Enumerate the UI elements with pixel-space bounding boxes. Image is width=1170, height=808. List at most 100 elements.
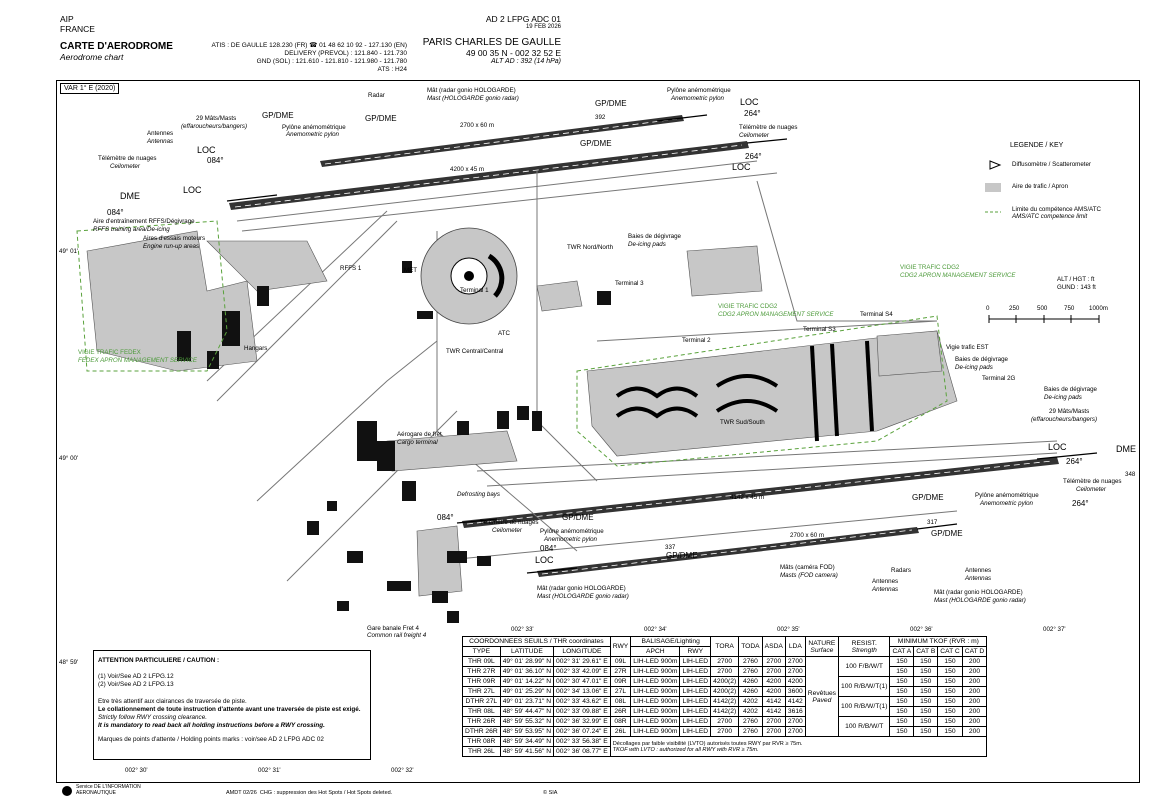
caution-line-2: (2) Voir/See AD 2 LFPG.13 [98,681,174,689]
thr-type: THR 09R [462,676,501,687]
min-tkof-value: 200 [961,656,988,667]
rail-freight-label: Gare banale Fret 4 [367,625,419,632]
mats-fod-label-en: Masts (FOD camera) [780,572,838,579]
runway-lighting: LIH-LED [679,666,712,677]
legend-title: LEGENDE / KEY [1010,142,1064,149]
thr-longitude: 002° 36' 32.99" E [553,716,611,727]
min-tkof-value: 150 [913,676,939,687]
min-tkof-value: 200 [961,696,988,707]
chart-subtitle: Aerodrome chart [60,52,124,62]
toda-value: 4202 [738,696,763,707]
rwy-09l-length: 2700 x 60 m [460,122,495,129]
atc-label: ATC [498,330,510,337]
min-tkof-value: 150 [937,686,963,697]
lat-48-59: 48° 59' [59,659,79,666]
tora-value: 4200(2) [710,676,740,687]
toda-value: 2760 [738,726,763,737]
gp-dme-4-label: GP/DME [580,139,612,148]
doc-date: 19 FEB 2026 [525,24,561,30]
hdg-084-4: 084° [540,544,557,553]
runway-table: COORDONNEES SEUILS / THR coordinates RWY… [462,636,988,757]
lon-30: 002° 30' [125,767,148,774]
hdg-084-3: 084° [437,513,454,522]
min-tkof-value: 150 [889,696,915,707]
min-tkof-value: 200 [961,686,988,697]
approach-lighting: LIH-LED 900m [630,676,681,687]
scale-bar [988,315,1100,323]
min-tkof-value: 150 [913,726,939,737]
th-tora: TORA [710,636,740,657]
pylon-4-label-en: Anemometric pylon [544,536,597,543]
toda-value: 2760 [738,716,763,727]
tora-value: 4142(2) [710,706,740,717]
rwy-designator: 26R [609,706,632,717]
airport-coords: 49 00 35 N - 002 32 52 E [466,48,561,58]
surface-fr: Revêtues [807,689,837,697]
ats-hours: ATS : H24 [377,66,407,74]
th-rwyl: RWY [679,646,712,657]
lda-value: 4200 [784,676,806,687]
th-apch: APCH [630,646,681,657]
tora-value: 4200(2) [710,686,740,697]
thr-longitude: 002° 34' 13.06" E [553,686,611,697]
scale-1000: 1000m [1089,305,1108,312]
lvto-note-fr: Décollages par faible visibilité (LVTO) … [612,740,803,747]
ceilometer-2-label: Télémètre de nuages [739,124,798,131]
asda-value: 2700 [761,716,786,727]
caution-line-5: Strictly follow RWY crossing clearance. [98,713,207,721]
gp-dme-7-label: GP/DME [931,529,963,538]
th-lon: LONGITUDE [553,646,611,657]
copyright: © SIA [543,790,558,796]
th-nature-en: Surface [810,646,834,654]
chart-frame [56,80,1140,783]
th-lighting: BALISAGE/Lighting [630,636,712,647]
vigie-cdg2-label-2-en: CDG2 APRON MANAGEMENT SERVICE [718,311,834,318]
header-left: AIP FRANCE CARTE D'AERODROME Aerodrome c… [60,14,173,62]
aprons [86,230,958,597]
caution-line-7: Marques de points d'attente / Holding po… [98,736,324,744]
rwy-designator: 27R [609,666,632,677]
approach-lighting: LIH-LED 900m [630,706,681,717]
toda-value: 2760 [738,656,763,667]
amdt-ref: AMDT 02/26 [226,790,257,796]
mast-holo-3-label-en: Mast (HOLOGARDE gonio radar) [934,597,1026,604]
min-tkof-value: 150 [937,696,963,707]
rwy-08r-length: 2700 x 60 m [790,532,825,539]
min-tkof-value: 150 [913,716,939,727]
antennas-1-label-en: Antennas [147,138,174,145]
min-tkof-value: 150 [889,666,915,677]
legend [985,160,1002,213]
vigie-cdg2-label-1-en: CDG2 APRON MANAGEMENT SERVICE [900,272,1016,279]
asda-value: 4142 [761,706,786,717]
terminal-s4-label: Terminal S4 [860,311,893,318]
antennas-1-label: Antennes [147,130,174,137]
deicing-label-south: Baies de dégivrage [1044,386,1097,393]
country-label: FRANCE [60,24,95,34]
min-tkof-value: 200 [961,666,988,677]
chart-title: CARTE D'AERODROME [60,41,173,52]
lon-32: 002° 32' [391,767,414,774]
thr-type: THR 08R [462,736,501,747]
pylon-4-label: Pylône anémométrique [540,528,604,535]
ceilometer-4-label: Télémètre de nuages [480,519,539,526]
thr-longitude: 002° 36' 07.24" E [553,726,611,737]
amdt-note: AMDT 02/26 CHG : suppression des Hot Spo… [226,790,392,796]
mast-holo-3-label: Mât (radar gonio HOLOGARDE) [934,589,1023,596]
lon-36: 002° 36' [910,626,933,633]
thr-longitude: 002° 33' 43.62" E [553,696,611,707]
lon-33: 002° 33' [511,626,534,633]
loc-sw-label: LOC [535,555,554,565]
cargo-terminal-label-en: Cargo terminal [397,439,438,446]
rwy-designator: 26L [609,726,632,737]
thr-latitude: 48° 59' 44.47" N [499,706,555,717]
ceilometer-1-label: Télémètre de nuages [98,155,157,162]
toda-value: 2760 [738,666,763,677]
mast-holo-2-label-en: Mast (HOLOGARDE gonio radar) [537,593,629,600]
approach-lighting: LIH-LED 900m [630,696,681,707]
gp-dme-6-label: GP/DME [562,513,594,522]
thr-latitude: 49° 01' 23.71" N [499,696,555,707]
